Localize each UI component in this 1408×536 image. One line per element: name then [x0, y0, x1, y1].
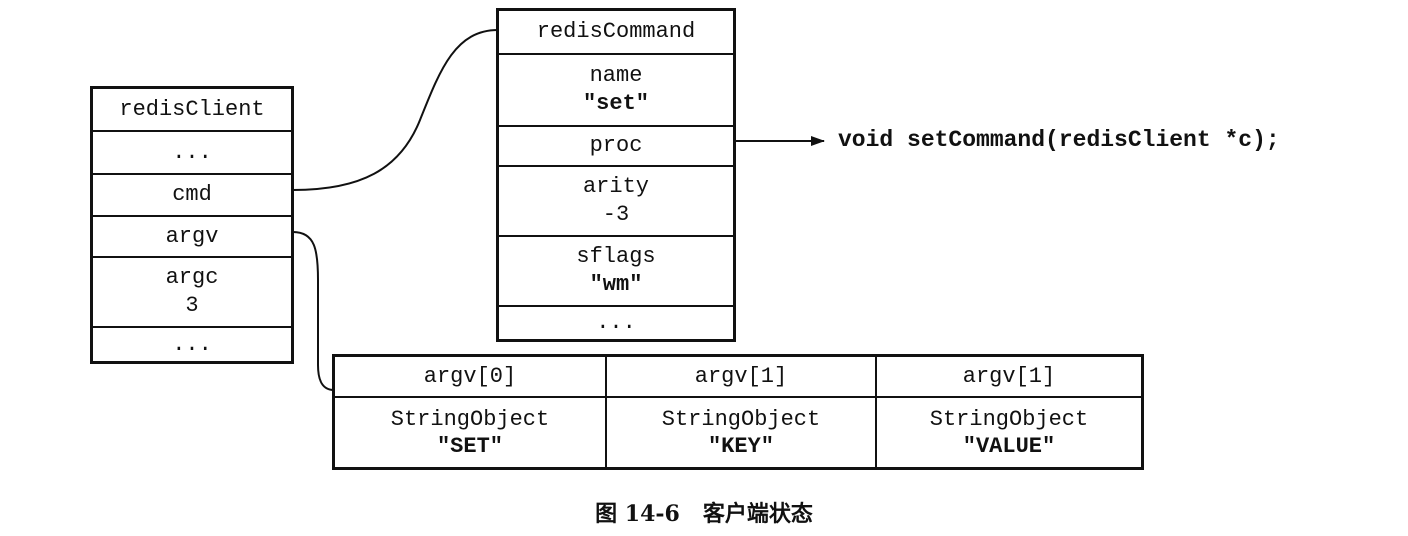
argv-element-type: StringObject: [661, 406, 821, 432]
argc-field-value: 3: [185, 293, 199, 318]
argv-element: argv[1] StringObject "VALUE": [875, 357, 1141, 467]
redis-client-row-ellipsis-top: ...: [93, 130, 291, 173]
argv-element-body: StringObject "VALUE": [877, 398, 1141, 467]
argv-field-label: argv: [165, 223, 219, 249]
redis-command-arity-field: arity -3: [499, 165, 733, 235]
redis-command-title-text: redisCommand: [536, 19, 696, 44]
argv-element-value: "SET": [436, 433, 503, 459]
redis-command-title: redisCommand: [499, 11, 733, 53]
redis-client-cmd-field: cmd: [93, 173, 291, 215]
proc-field-label: proc: [589, 133, 643, 158]
arity-field-value: -3: [602, 202, 630, 227]
argv-element-header: argv[1]: [607, 357, 875, 398]
redis-client-title-text: redisClient: [119, 96, 265, 122]
cmd-to-rediscommand-curve: [292, 29, 499, 191]
ellipsis-text: ...: [172, 139, 212, 165]
argv-element: argv[0] StringObject "SET": [335, 357, 605, 467]
redis-client-row-ellipsis-bottom: ...: [93, 326, 291, 361]
name-field-value: "set": [582, 91, 649, 116]
argv-element-type: StringObject: [390, 406, 550, 432]
sflags-field-value: "wm": [589, 272, 643, 297]
redis-command-sflags-field: sflags "wm": [499, 235, 733, 305]
argv-array: argv[0] StringObject "SET" argv[1] Strin…: [332, 354, 1144, 470]
argv-element-body: StringObject "KEY": [607, 398, 875, 467]
arity-field-label: arity: [582, 174, 649, 199]
argv-to-array-curve: [292, 231, 335, 391]
ellipsis-text: ...: [596, 310, 636, 335]
argv-element-type: StringObject: [929, 406, 1089, 432]
redis-client-argc-field: argc 3: [93, 256, 291, 326]
argv-element-body: StringObject "SET": [335, 398, 605, 467]
argv-element-header: argv[1]: [877, 357, 1141, 398]
redis-client-argv-field: argv: [93, 215, 291, 256]
argc-field-label: argc: [165, 265, 219, 290]
redis-command-struct: redisCommand name "set" proc arity -3 sf…: [496, 8, 736, 342]
redis-command-proc-field: proc: [499, 125, 733, 165]
cmd-field-label: cmd: [172, 182, 212, 207]
figure-caption: 图 14-6 客户端状态: [595, 501, 813, 527]
redis-client-struct: redisClient ... cmd argv argc 3 ...: [90, 86, 294, 364]
argv-element: argv[1] StringObject "KEY": [605, 357, 875, 467]
argv-element-value: "VALUE": [962, 433, 1056, 459]
redis-command-name-field: name "set": [499, 53, 733, 125]
redis-client-title: redisClient: [93, 89, 291, 130]
sflags-field-label: sflags: [576, 244, 656, 269]
ellipsis-text: ...: [172, 331, 212, 357]
name-field-label: name: [589, 63, 643, 88]
set-command-function-signature: void setCommand(redisClient *c);: [838, 127, 1280, 153]
argv-element-value: "KEY": [707, 433, 774, 459]
argv-element-header: argv[0]: [335, 357, 605, 398]
redis-command-row-ellipsis: ...: [499, 305, 733, 339]
